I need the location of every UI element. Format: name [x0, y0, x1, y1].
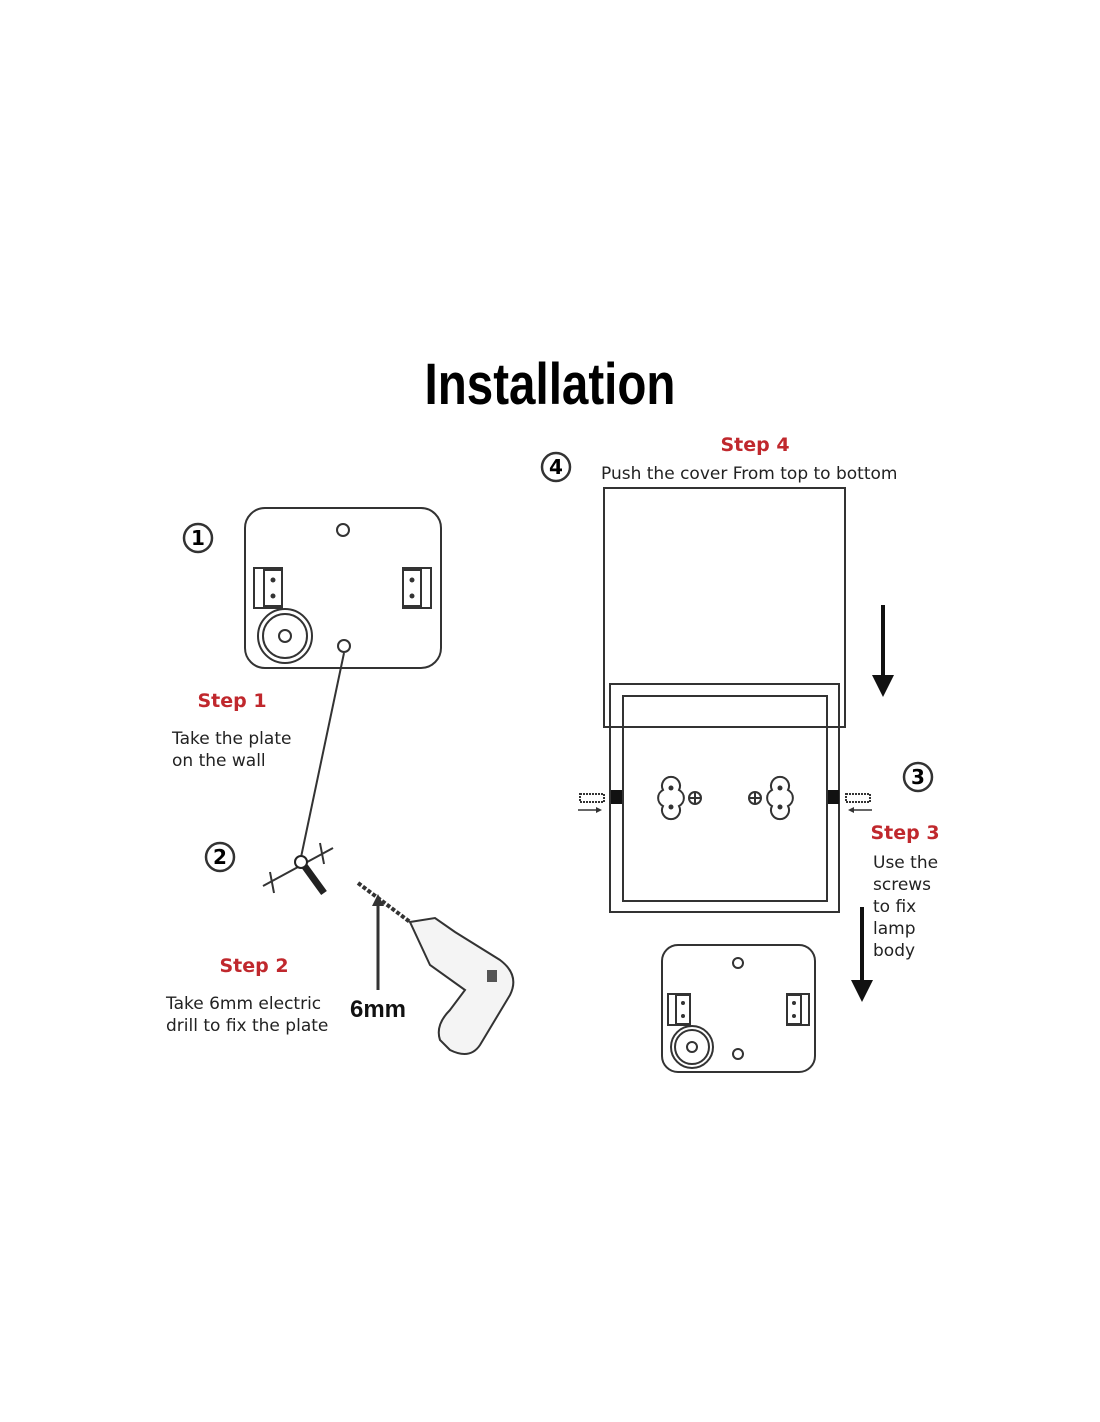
step3-text-line: body: [873, 941, 915, 961]
step1-text-line: Take the plate: [171, 729, 291, 749]
side-screw-right-icon: [845, 793, 872, 813]
down-arrow-icon: [851, 907, 873, 1002]
step3-text-line: Use the: [873, 853, 938, 873]
step3-text-line: lamp: [873, 919, 916, 939]
wall-anchor-icon: [262, 842, 334, 896]
step2-text-line: Take 6mm electric: [165, 994, 321, 1014]
svg-text:2: 2: [213, 845, 227, 869]
step3-text-line: screws: [873, 875, 931, 895]
mounting-plate-step3: [661, 944, 816, 1073]
step2-marker: 2: [204, 841, 236, 873]
step4-marker: 4: [540, 451, 572, 483]
mounting-plate-step1: [244, 507, 442, 863]
down-arrow-icon: [872, 605, 894, 697]
step1-label: Step 1: [197, 690, 266, 712]
step4-text-line: Push the cover From top to bottom: [601, 464, 897, 484]
electric-drill-icon: [356, 881, 515, 1055]
step2-text-line: drill to fix the plate: [166, 1016, 328, 1036]
step3-label: Step 3: [870, 822, 939, 844]
step3-text-line: to fix: [873, 897, 916, 917]
step4-label: Step 4: [720, 434, 789, 456]
step2-label: Step 2: [219, 955, 288, 977]
svg-text:3: 3: [911, 765, 925, 789]
lamp-body: [609, 683, 840, 913]
svg-text:4: 4: [549, 455, 563, 479]
step3-marker: 3: [902, 761, 934, 793]
step1-text-line: on the wall: [172, 751, 266, 771]
page-title: Installation: [425, 353, 676, 418]
step1-marker: 1: [182, 522, 214, 554]
side-screw-left-icon: [578, 793, 605, 813]
lamp-cover: [603, 487, 846, 728]
drill-size-label: 6mm: [350, 996, 406, 1023]
svg-text:1: 1: [191, 526, 205, 550]
